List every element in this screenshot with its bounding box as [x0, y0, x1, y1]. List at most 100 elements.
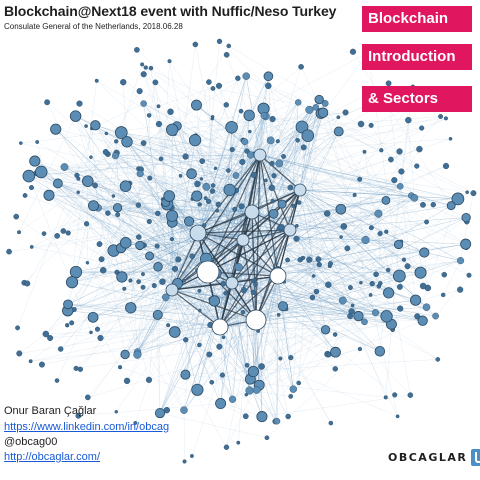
- network-edge: [41, 171, 221, 328]
- network-edge: [157, 274, 207, 316]
- network-edge: [172, 222, 244, 241]
- network-node-small: [309, 294, 316, 301]
- network-edge: [197, 232, 366, 241]
- network-node: [333, 126, 344, 137]
- network-edge: [28, 154, 261, 177]
- network-node-small: [13, 213, 20, 220]
- network-edge: [263, 115, 402, 242]
- network-node: [414, 266, 427, 279]
- network-node-small: [57, 346, 64, 352]
- network-edge: [135, 127, 232, 424]
- network-node-small: [288, 355, 294, 361]
- network-node: [225, 120, 238, 134]
- network-edge: [197, 232, 416, 301]
- network-node: [52, 178, 63, 189]
- network-edge: [140, 82, 156, 174]
- website-link[interactable]: http://obcaglar.com/: [4, 451, 100, 463]
- network-edge: [145, 67, 173, 130]
- network-node-small: [169, 237, 175, 242]
- network-node: [191, 190, 203, 202]
- network-edge: [299, 189, 400, 277]
- network-edge: [250, 348, 360, 380]
- network-edge: [277, 275, 294, 390]
- network-node-small: [239, 158, 246, 166]
- network-node-small: [285, 257, 290, 263]
- network-hub-node: [293, 183, 307, 197]
- network-edge: [157, 275, 279, 316]
- network-node-small: [140, 284, 146, 290]
- network-edge: [277, 275, 336, 353]
- network-node: [361, 318, 368, 326]
- network-node: [371, 309, 380, 317]
- network-node: [188, 134, 202, 147]
- network-edge: [139, 229, 291, 246]
- network-node-small: [44, 99, 51, 106]
- network-node-small: [385, 267, 391, 273]
- network-edge: [137, 259, 405, 353]
- network-edge: [130, 280, 185, 411]
- network-node-small: [240, 287, 248, 294]
- network-node-small: [396, 283, 403, 290]
- network-node-small: [77, 366, 83, 372]
- network-node-small: [396, 148, 403, 155]
- network-node-small: [199, 158, 206, 164]
- network-edge: [149, 177, 389, 294]
- network-edge: [251, 211, 257, 321]
- network-edge: [30, 306, 284, 362]
- network-edge: [17, 125, 96, 328]
- network-node-small: [19, 141, 23, 145]
- network-node: [275, 159, 284, 168]
- network-edge: [143, 143, 254, 372]
- network-node-small: [140, 71, 147, 78]
- network-edge: [255, 217, 467, 321]
- network-edge: [125, 319, 257, 355]
- network-edge: [63, 205, 94, 232]
- network-node: [215, 398, 227, 410]
- network-node-small: [96, 241, 103, 247]
- network-edge: [299, 189, 425, 253]
- network-edge: [251, 189, 301, 213]
- network-node-small: [75, 412, 82, 419]
- network-edge: [18, 104, 197, 233]
- network-edge: [171, 289, 233, 400]
- network-edge: [67, 289, 173, 311]
- network-edge: [34, 160, 150, 222]
- network-node-small: [457, 286, 464, 293]
- network-node-small: [392, 392, 398, 398]
- network-edge: [159, 324, 211, 414]
- network-edge: [138, 281, 263, 417]
- network-edge: [31, 187, 216, 274]
- network-node-small: [206, 79, 212, 85]
- network-edge: [259, 154, 301, 191]
- network-edge: [130, 307, 418, 317]
- network-edge: [242, 239, 317, 292]
- network-node-small: [197, 342, 202, 348]
- network-edge: [234, 209, 399, 245]
- network-edge: [60, 222, 173, 350]
- network-node: [168, 326, 181, 338]
- network-edge: [249, 286, 379, 391]
- network-edge: [31, 186, 401, 248]
- network-nodes: [6, 38, 477, 464]
- network-edge: [246, 151, 260, 386]
- network-edge: [85, 125, 141, 174]
- network-node-small: [114, 410, 119, 414]
- network-node-small: [344, 245, 351, 252]
- network-node-small: [275, 139, 280, 144]
- network-edge: [55, 129, 221, 328]
- network-edge: [165, 202, 279, 277]
- network-node-small: [368, 122, 374, 128]
- network-node: [410, 294, 422, 306]
- network-node: [154, 407, 166, 419]
- network-node: [277, 199, 287, 209]
- network-edge: [197, 76, 269, 234]
- network-edge: [24, 186, 126, 283]
- network-edge: [242, 239, 387, 317]
- network-edge: [172, 180, 267, 223]
- network-edge: [268, 76, 329, 355]
- linkedin-link[interactable]: https://www.linkedin.com/in/obcag: [4, 421, 170, 433]
- network-edge: [158, 75, 247, 107]
- network-node-small: [147, 175, 153, 181]
- network-node-small: [232, 206, 238, 212]
- network-edge: [307, 135, 381, 234]
